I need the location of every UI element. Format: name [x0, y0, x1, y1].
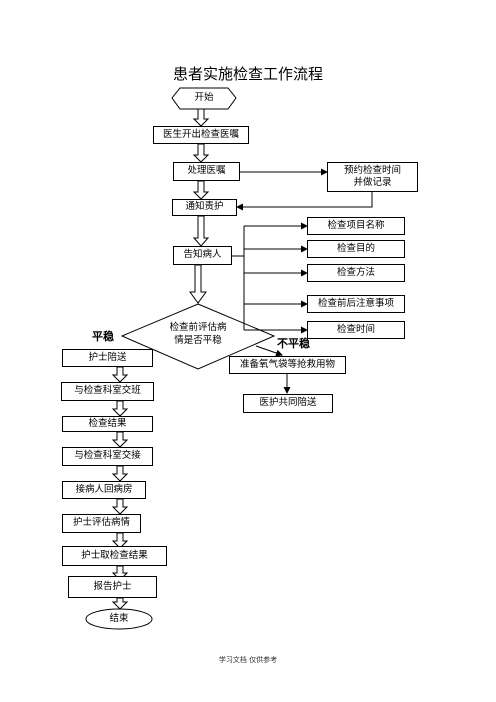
decision-line2: 情是否平稳: [174, 334, 222, 346]
end-ellipse: [85, 608, 153, 630]
handover-to-dept-box: 与检查科室交班: [61, 382, 154, 401]
hollow-arrow-l2: [111, 400, 129, 417]
start-label: 开始: [194, 92, 214, 103]
hollow-arrow-l4: [111, 465, 129, 482]
appointment-line1: 预约检查时间: [343, 164, 401, 176]
hollow-arrow-l3: [111, 431, 129, 448]
hollow-arrow-2: [192, 143, 210, 163]
doctor-order-box: 医生开出检查医嘱: [153, 126, 249, 144]
handover-from-dept-box: 与检查科室交接: [62, 447, 153, 466]
hollow-arrow-4: [192, 215, 210, 247]
hollow-arrow-l6: [111, 532, 129, 549]
return-ward-box: 接病人回病房: [62, 481, 146, 499]
decision-line1: 检查前评估病: [169, 322, 227, 333]
appointment-box: 预约检查时间 并做记录: [327, 162, 418, 192]
nurse-assess-box: 护士评估病情: [62, 514, 141, 533]
arrow-unstable: [255, 345, 283, 357]
doctor-nurse-escort-box: 医护共同陪送: [243, 394, 333, 413]
footer-note: 学习文档 仅供参考: [218, 656, 278, 664]
hollow-arrow-l8: [111, 597, 129, 610]
hollow-arrow-1: [192, 108, 210, 127]
arrow-appointment-return: [236, 192, 373, 211]
nurse-fetch-result-box: 护士取检查结果: [62, 546, 167, 566]
prepare-oxygen-box: 准备氧气袋等抢救用物: [229, 356, 346, 374]
item-purpose-box: 检查目的: [307, 240, 405, 258]
hollow-arrow-5: [189, 264, 207, 304]
hollow-arrow-l5: [111, 498, 129, 515]
item-method-box: 检查方法: [307, 264, 405, 282]
exam-result-box: 检查结果: [62, 416, 153, 432]
page-title: 患者实施检查工作流程: [172, 65, 323, 83]
decision-diamond: [120, 303, 276, 370]
decision-label: 检查前评估病 情是否平稳: [150, 322, 246, 348]
hollow-arrow-3: [192, 180, 210, 200]
end-label: 结束: [109, 613, 129, 624]
report-nurse-box: 报告护士: [68, 576, 157, 598]
hollow-arrow-l1: [111, 366, 129, 383]
unstable-label: 不平稳: [277, 337, 310, 350]
stable-label: 平稳: [92, 330, 114, 343]
inform-patient-box: 告知病人: [173, 246, 232, 265]
process-order-box: 处理医嘱: [173, 162, 240, 181]
item-name-box: 检查项目名称: [307, 217, 405, 235]
nurse-escort-box: 护士陪送: [62, 349, 153, 367]
notify-nurse-box: 通知责护: [172, 199, 237, 216]
item-time-box: 检查时间: [307, 321, 405, 339]
start-shape: [171, 87, 237, 110]
item-notes-box: 检查前后注意事项: [307, 295, 405, 313]
appointment-line2: 并做记录: [353, 177, 392, 188]
